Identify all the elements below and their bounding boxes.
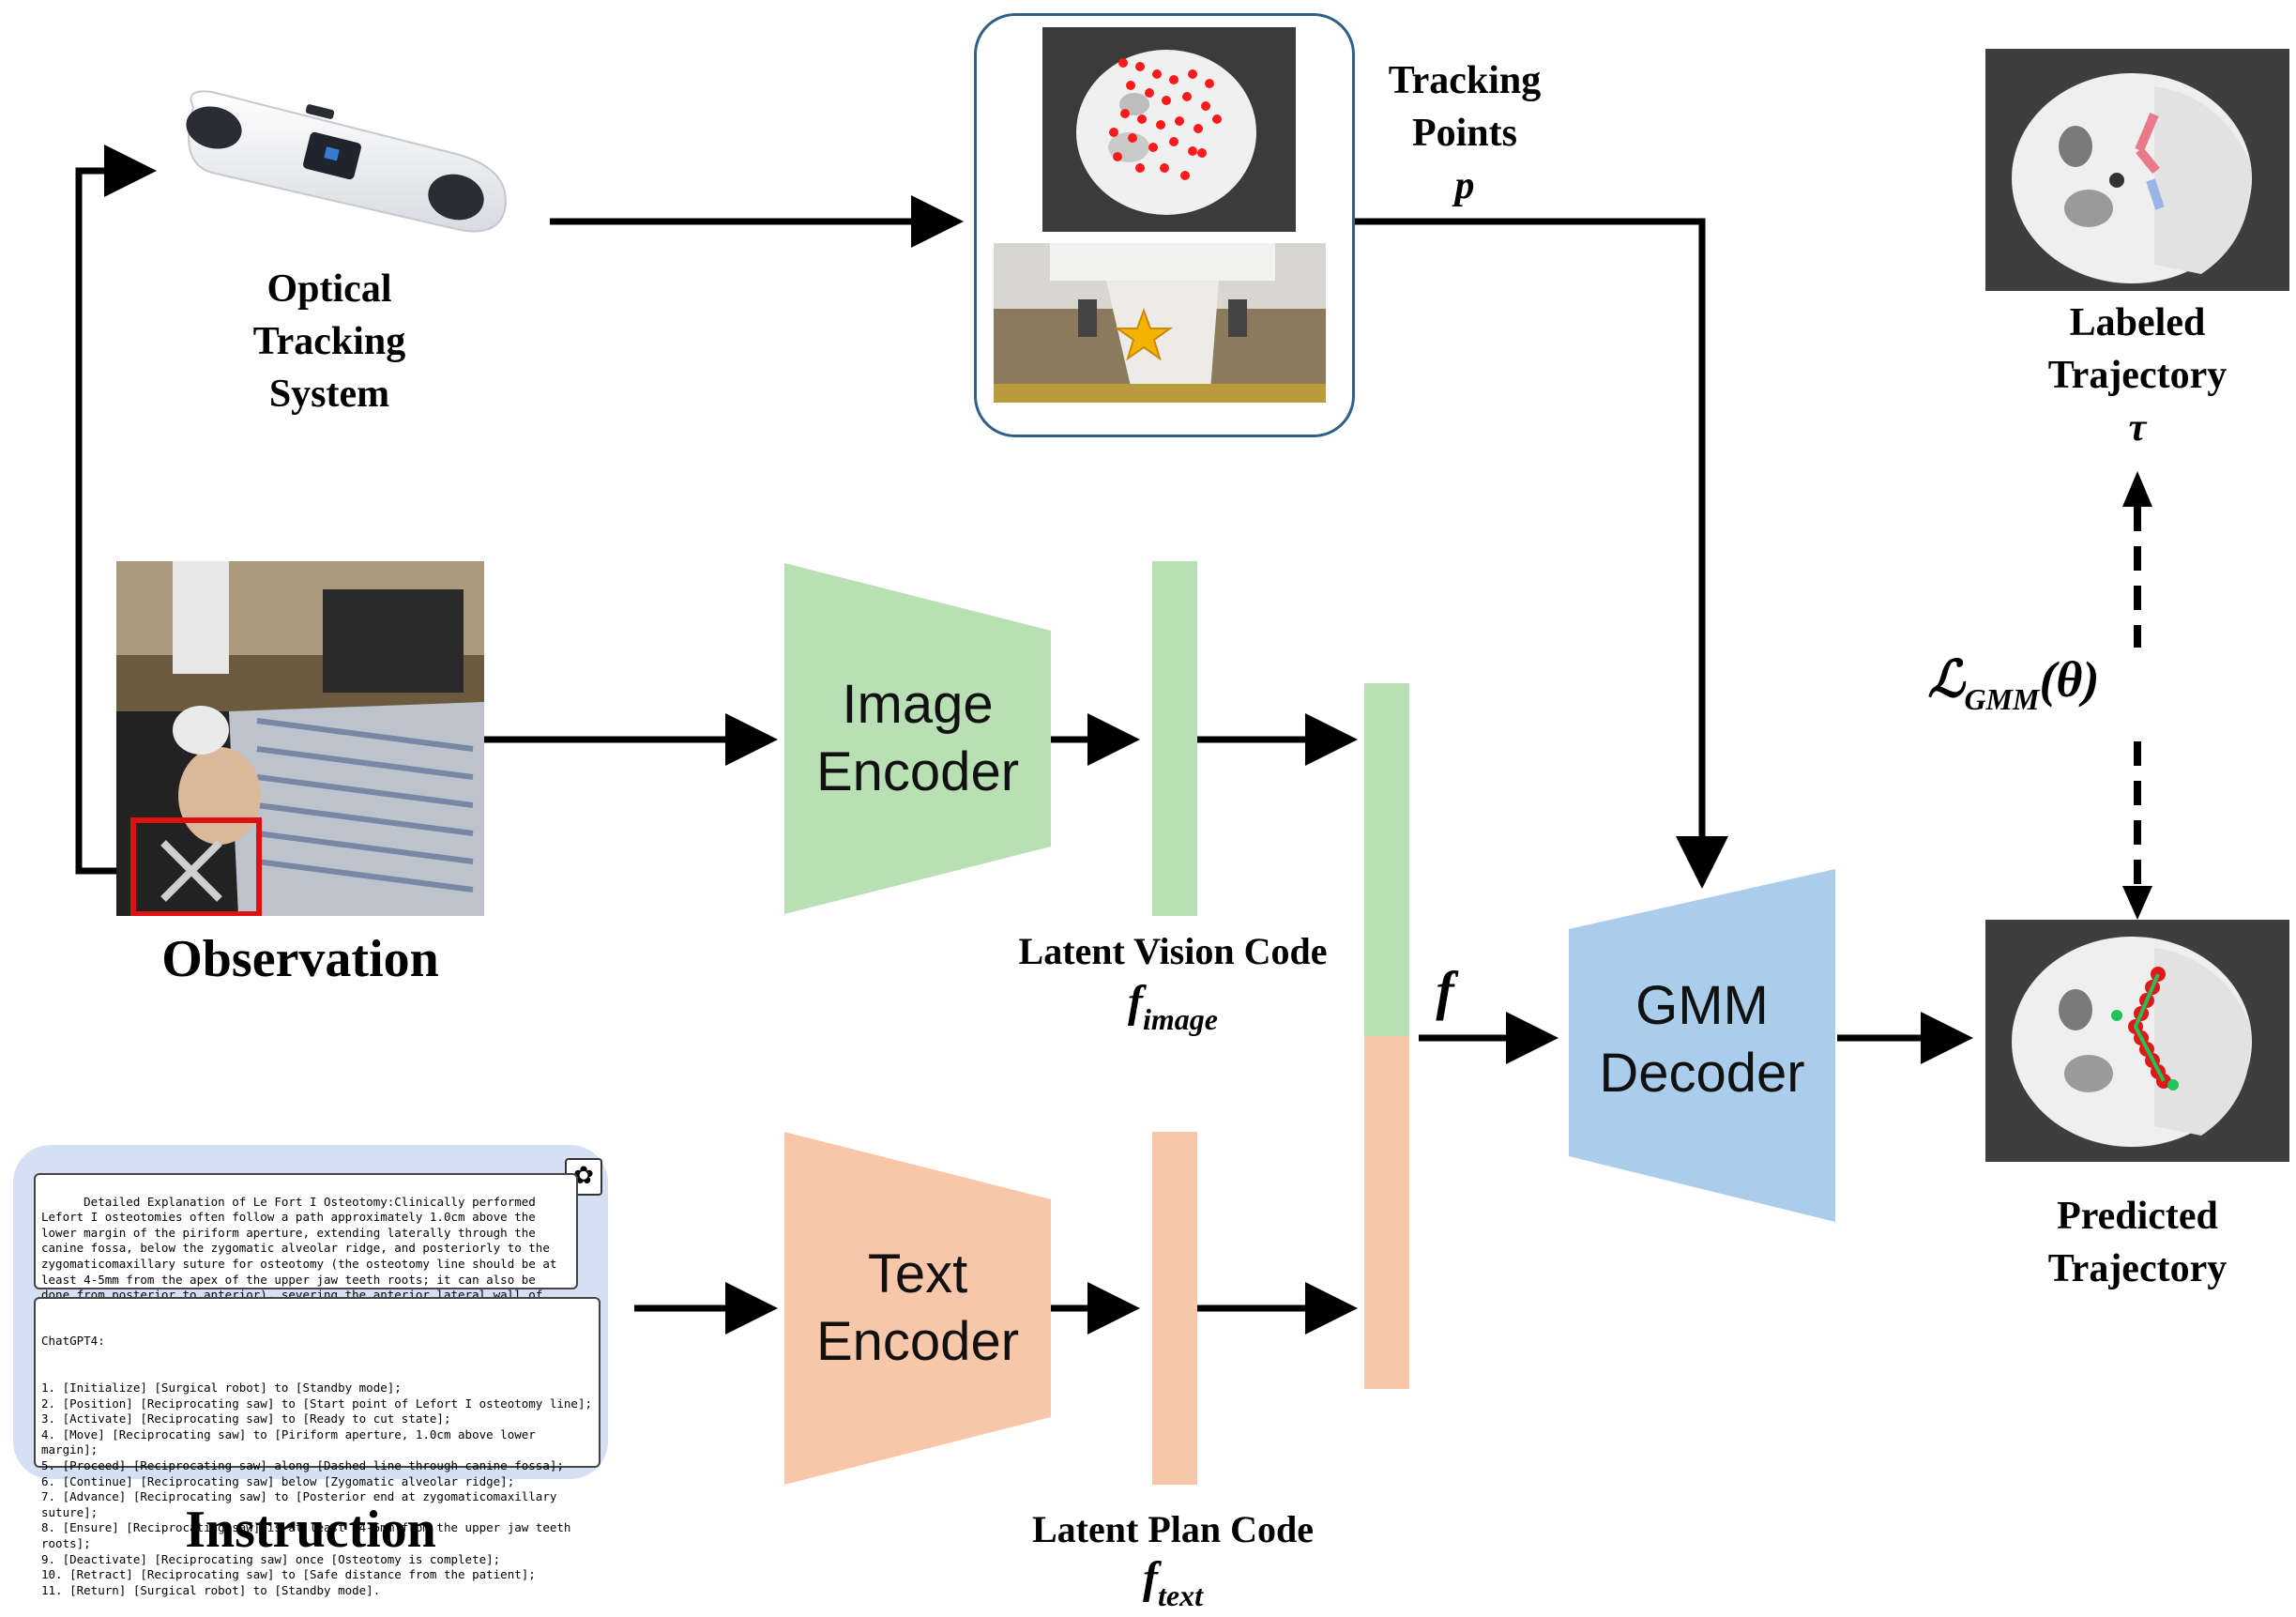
instruction-plan-step: 4. [Move] [Reciprocating saw] to [Pirifo… [41,1426,543,1457]
loss-subscript: GMM [1964,682,2040,716]
optical-tracking-line-3: System [268,373,390,416]
instruction-plan-step: 2. [Position] [Reciprocating saw] to [St… [41,1396,592,1411]
latent-plan-code-label: Latent Plan Code [1032,1508,1314,1550]
labeled-trajectory-label: Labeled Trajectory τ [1985,297,2289,454]
labeled-trajectory-line-1: Labeled [2069,301,2206,344]
arrow-observation-to-tracker [75,145,157,875]
text-encoder-shape [784,1132,1051,1485]
tracking-points-panel [974,13,1355,437]
predicted-trajectory-line-2: Trajectory [2047,1247,2228,1290]
instruction-explanation-text: Detailed Explanation of Le Fort I Osteot… [41,1194,557,1318]
latent-plan-symbol: ftext [1070,1552,1276,1613]
fused-code-bar-vision [1364,683,1409,1036]
text-encoder-line-2: Encoder [815,1311,1020,1372]
instruction-plan-step: 6. [Continue] [Reciprocating saw] below … [41,1473,515,1488]
gmm-decoder-line-2: Decoder [1599,1043,1805,1104]
latent-plan-f: f [1143,1553,1158,1603]
observation-highlight-box [130,817,262,916]
labeled-trajectory-line-2: Trajectory [2047,354,2228,397]
instruction-plan-step: 8. [Ensure] [Reciprocating saw] is at le… [41,1520,578,1550]
skull-tracking-points-image [1042,27,1296,232]
optical-tracking-line-1: Optical [266,267,392,311]
instruction-panel: ✿ Detailed Explanation of Le Fort I Oste… [13,1145,608,1597]
loss-symbol: ℒ [1927,651,1965,708]
labeled-trajectory-image [1985,49,2289,291]
predicted-trajectory-line-1: Predicted [2057,1195,2218,1238]
instruction-plan-step: 11. [Return] [Surgical robot] to [Standb… [41,1582,381,1597]
gmm-decoder-label: GMM Decoder [1569,972,1835,1107]
observation-label: Observation [161,930,439,988]
latent-plan-subscript: text [1158,1579,1203,1612]
text-encoder-line-1: Text [867,1243,968,1304]
latent-vision-code-bar [1152,561,1197,916]
image-encoder-line-1: Image [842,674,994,735]
instruction-plan-steps: 1. [Initialize] [Surgical robot] to [Sta… [41,1381,593,1598]
optical-tracker-icon [186,90,507,233]
tracking-points-symbol: p [1454,164,1475,207]
loss-arrowhead-down [2122,886,2152,920]
gmm-decoder-line-1: GMM [1635,975,1769,1036]
image-encoder-shape [784,563,1051,914]
tracking-point-markers [1109,58,1222,180]
observation-image [116,561,484,916]
predicted-trajectory-image [1985,920,2289,1162]
latent-plan-code-bar [1152,1132,1197,1485]
latent-vision-subscript: image [1143,1002,1218,1036]
tracking-points-line-1: Tracking [1388,59,1542,102]
fused-code-symbol: f [1436,960,1454,1021]
optical-tracking-label: Optical Tracking System [175,263,484,420]
tracking-points-label: Tracking Points p [1357,54,1573,212]
loss-argument: (θ) [2039,651,2100,708]
arrow-points-to-decoder [1353,218,1728,889]
tracking-points-line-2: Points [1411,112,1517,155]
instruction-plan-step: 3. [Activate] [Reciprocating saw] to [Re… [41,1411,451,1426]
instruction-plan-step: 5. [Proceed] [Reciprocating saw] along [… [41,1457,564,1472]
latent-vision-code-label: Latent Vision Code [1018,930,1328,972]
robot-tool-image [994,243,1326,403]
star-icon [1114,308,1174,361]
gmm-decoder-shape [1569,869,1835,1222]
instruction-plan-step: 10. [Retract] [Reciprocating saw] to [Sa… [41,1567,536,1582]
labeled-trajectory-symbol: τ [2128,406,2147,450]
text-encoder-label: Text Encoder [784,1241,1051,1376]
predicted-trajectory-label: Predicted Trajectory [1985,1190,2289,1295]
instruction-plan-step: 7. [Advance] [Reciprocating saw] to [Pos… [41,1489,564,1519]
latent-vision-f: f [1128,977,1143,1027]
latent-vision-symbol: fimage [1070,976,1276,1037]
instruction-plan-header: ChatGPT4: [41,1334,105,1349]
loss-label: ℒGMM(θ) [1892,649,2136,717]
instruction-plan-step: 9. [Deactivate] [Reciprocating saw] once… [41,1551,501,1566]
image-encoder-label: Image Encoder [784,671,1051,806]
loss-arrowhead-up [2122,471,2152,507]
image-encoder-line-2: Encoder [815,741,1020,802]
instruction-explanation-box: Detailed Explanation of Le Fort I Osteot… [34,1173,578,1318]
instruction-plan-step: 1. [Initialize] [Surgical robot] to [Sta… [41,1380,402,1395]
instruction-plan-box: ChatGPT4: 1. [Initialize] [Surgical robo… [34,1297,601,1597]
instruction-label: Instruction [185,1501,436,1559]
optical-tracking-line-2: Tracking [252,320,406,363]
fused-code-bar-text [1364,1036,1409,1389]
